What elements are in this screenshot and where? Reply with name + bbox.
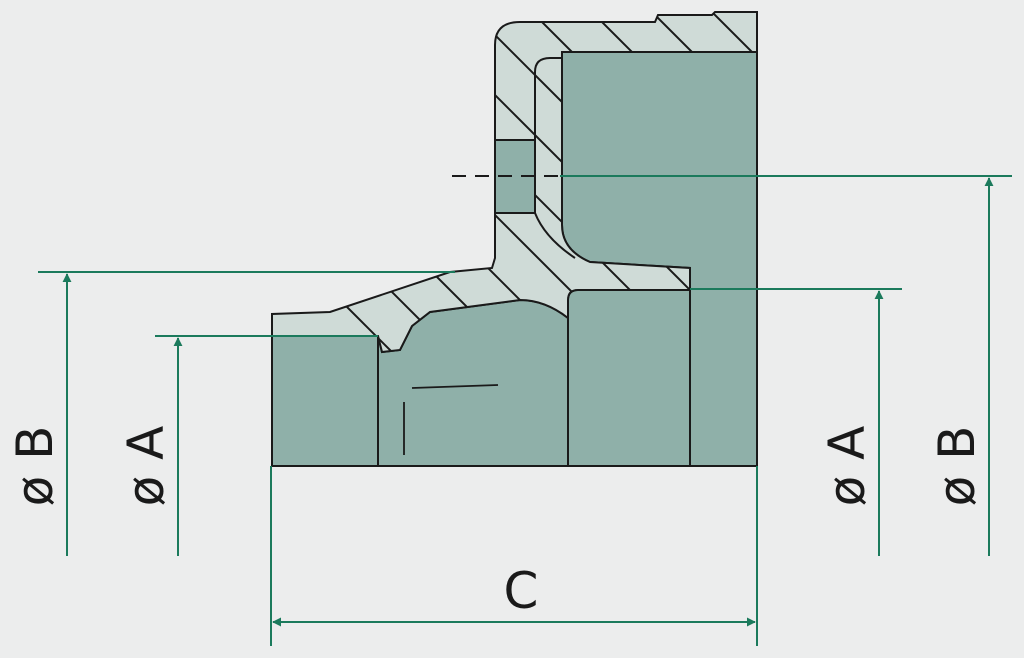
label-dia-b-right: ø B bbox=[928, 426, 986, 507]
label-dia-a-right: ø A bbox=[818, 426, 876, 507]
body-right-block bbox=[567, 289, 691, 467]
dimension-lines bbox=[38, 175, 1012, 646]
body-flange-left bbox=[271, 335, 379, 467]
label-dia-b-left: ø B bbox=[6, 426, 64, 507]
label-length-c: C bbox=[504, 562, 539, 620]
label-dia-a-left: ø A bbox=[117, 426, 175, 507]
section-body bbox=[271, 51, 758, 467]
